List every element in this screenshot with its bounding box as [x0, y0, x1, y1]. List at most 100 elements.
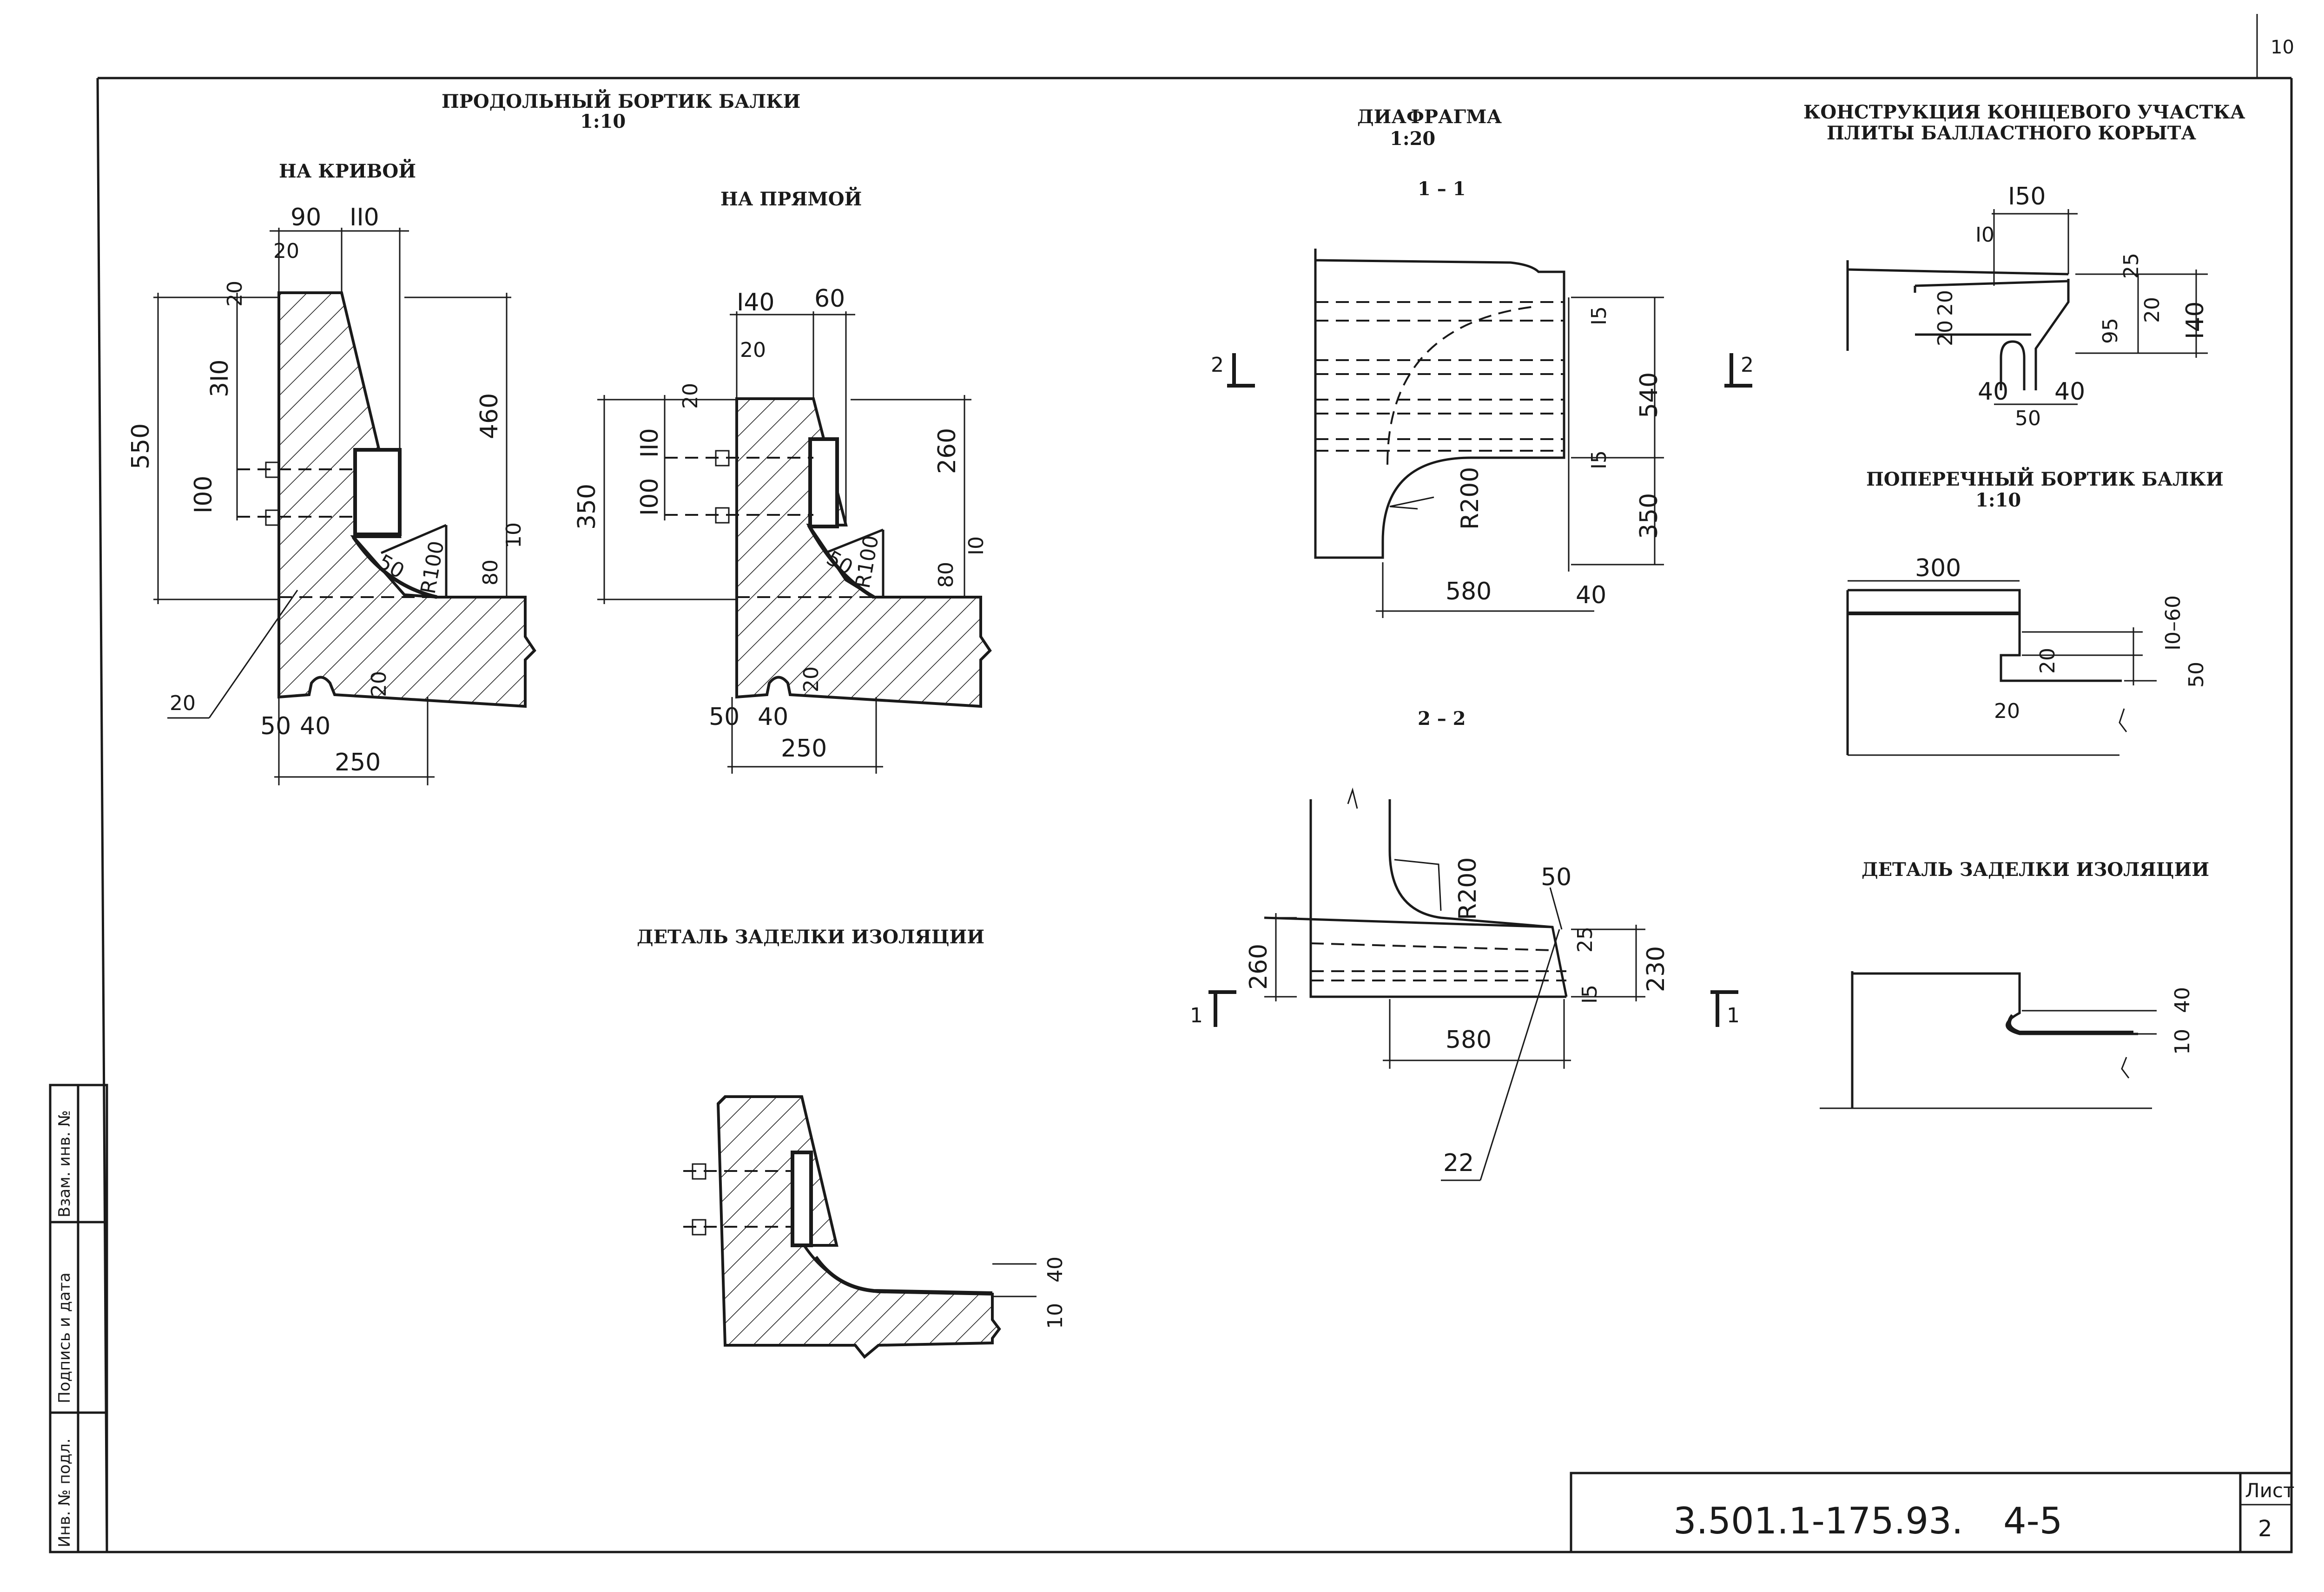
- diaphragm-section-2-2: 1 1 R200 50 25 260 230 I5 580 22: [1190, 787, 1740, 1181]
- stamp-replaced-inventory: Взам. инв. №: [55, 1110, 74, 1217]
- curve-section: 90 II0 20 20 3I0 550 I00 460 10 80 50 R1…: [127, 204, 536, 785]
- curve-dim-90: 90: [290, 204, 321, 231]
- cross-side-detail: 300 I0–60 20 50 20: [1846, 554, 2208, 756]
- curve-dim-40: 40: [300, 712, 330, 740]
- curve-view-title: НА КРИВОЙ: [279, 159, 416, 182]
- insulation-2-dim-10: 10: [2171, 1029, 2194, 1055]
- section-1-1-cut-right: 2: [1741, 353, 1754, 377]
- straight-dim-r100: R100: [851, 533, 884, 590]
- curve-dimension-lines: [153, 228, 511, 785]
- insulation-1-dim-40: 40: [1043, 1256, 1067, 1283]
- curve-dim-10: 10: [502, 522, 526, 548]
- end-section-detail: I50 I0 25 20 20 20 95 I40 40 40 50: [1846, 183, 2209, 430]
- end-dim-40-left: 40: [1978, 378, 2008, 406]
- curve-dim-550: 550: [127, 423, 155, 469]
- stamp-signature-date: Подпись и дата: [55, 1272, 74, 1403]
- section-2-2-dim-230: 230: [1642, 946, 1670, 992]
- curve-dim-r100: R100: [416, 539, 449, 596]
- end-section-title-2: ПЛИТЫ БАЛЛАСТНОГО КОРЫТА: [1827, 122, 2197, 144]
- straight-dim-40: 40: [758, 703, 788, 731]
- curve-dim-20-top: 20: [273, 239, 299, 263]
- straight-anchor-bolts: [665, 450, 813, 524]
- straight-dim-80: 80: [934, 562, 958, 588]
- diaphragm-title: ДИАФРАГМА: [1357, 106, 1502, 128]
- diaphragm-section-1-1: 2 2 I5 540 I5 350 R200 580 40: [1211, 249, 1754, 618]
- section-2-2-dim-260: 260: [1245, 944, 1273, 990]
- beam-side-scale: 1:10: [580, 111, 626, 132]
- cross-side-title: ПОПЕРЕЧНЫЙ БОРТИК БАЛКИ: [1866, 467, 2224, 490]
- insulation-detail-2: 40 10: [1820, 971, 2194, 1109]
- curve-anchor-bolts: [237, 461, 358, 526]
- straight-dim-250: 250: [781, 735, 827, 763]
- end-dim-95: 95: [2099, 318, 2122, 344]
- straight-section: I40 60 20 20 II0 350 I00 260 I0 80 50 R1…: [573, 285, 992, 774]
- curve-dim-250: 250: [335, 749, 381, 776]
- straight-dim-50: 50: [709, 703, 739, 731]
- straight-dim-140: I40: [737, 289, 775, 316]
- section-1-1-dim-15-top: I5: [1587, 306, 1611, 325]
- section-1-1-dim-40: 40: [1576, 581, 1606, 609]
- section-2-2-dim-25: 25: [1573, 927, 1597, 953]
- insulation-detail-title-2: ДЕТАЛЬ ЗАДЕЛКИ ИЗОЛЯЦИИ: [1862, 859, 2209, 881]
- cross-dim-20-bottom: 20: [1994, 699, 2020, 723]
- end-dim-20-a: 20: [1934, 290, 1957, 316]
- curve-leader-20: 20: [170, 691, 196, 715]
- section-2-2-cut-right: 1: [1727, 1004, 1740, 1027]
- straight-dimension-lines: [597, 311, 971, 774]
- curve-dim-80: 80: [479, 559, 502, 585]
- curve-dim-310: 3I0: [206, 359, 234, 397]
- end-dim-40-right: 40: [2054, 378, 2085, 406]
- straight-dim-260: 260: [933, 428, 961, 474]
- straight-dim-100: I00: [636, 478, 664, 516]
- document-part: 4-5: [2003, 1500, 2062, 1542]
- section-2-2-dim-580: 580: [1446, 1026, 1492, 1054]
- section-2-2-dim-15: I5: [1578, 985, 1602, 1004]
- curve-dim-110: II0: [350, 204, 379, 231]
- cross-side-scale: 1:10: [1975, 489, 2021, 511]
- section-1-1-dim-15-mid: I5: [1587, 450, 1611, 469]
- straight-dim-110: II0: [636, 428, 664, 458]
- cross-dim-50: 50: [2185, 662, 2208, 688]
- beam-side-title: ПРОДОЛЬНЫЙ БОРТИК БАЛКИ: [442, 89, 800, 112]
- document-code: 3.501.1-175.93.: [1673, 1500, 1963, 1542]
- straight-dim-10: I0: [964, 536, 988, 555]
- straight-dim-350: 350: [573, 484, 601, 530]
- section-1-1-dim-540: 540: [1635, 372, 1663, 418]
- sheet-label: Лист: [2245, 1479, 2294, 1502]
- section-1-1-cut-left: 2: [1211, 353, 1224, 377]
- insulation-detail-1: 40 10: [683, 1095, 1067, 1359]
- insulation-2-dim-40: 40: [2171, 987, 2194, 1013]
- title-block: 3.501.1-175.93. 4-5 Лист 2: [1570, 1472, 2294, 1553]
- cross-dim-300: 300: [1915, 554, 1961, 582]
- section-2-2-dim-50: 50: [1541, 863, 1571, 891]
- cross-dim-20-top: 20: [2036, 648, 2060, 674]
- end-dim-140: I40: [2181, 301, 2209, 339]
- section-1-1-dim-350: 350: [1635, 493, 1663, 539]
- end-dim-150: I50: [2008, 183, 2046, 211]
- stamp-inventory-number: Инв. № подл.: [55, 1438, 74, 1547]
- curve-dim-50: 50: [260, 712, 291, 740]
- end-dim-20-b: 20: [1934, 320, 1957, 346]
- end-section-title-1: КОНСТРУКЦИЯ КОНЦЕВОГО УЧАСТКА: [1803, 101, 2245, 123]
- section-2-2-label: 2 – 2: [1418, 708, 1466, 730]
- straight-view-title: НА ПРЯМОЙ: [720, 187, 862, 210]
- sheet-number: 2: [2258, 1516, 2272, 1542]
- section-1-1-dim-r200: R200: [1456, 467, 1484, 530]
- side-stamp: Инв. № подл. Подпись и дата Взам. инв. №: [49, 1084, 108, 1553]
- end-dim-25: 25: [2119, 253, 2143, 279]
- end-dim-50: 50: [2015, 407, 2041, 430]
- straight-dim-20-top: 20: [740, 338, 766, 362]
- section-2-2-cut-left: 1: [1190, 1004, 1203, 1027]
- diaphragm-scale: 1:20: [1390, 128, 1435, 150]
- section-1-1-dim-580: 580: [1446, 578, 1492, 605]
- end-dim-20-c: 20: [2140, 297, 2164, 323]
- end-dim-10: I0: [1975, 223, 1994, 247]
- corner-page-number: 10: [2271, 37, 2294, 58]
- insulation-detail-title-1: ДЕТАЛЬ ЗАДЕЛКИ ИЗОЛЯЦИИ: [637, 926, 984, 948]
- straight-dim-60: 60: [814, 285, 845, 313]
- curve-dim-20-left: 20: [223, 281, 247, 307]
- cross-dim-10-60: I0–60: [2161, 595, 2185, 651]
- curve-dim-20-bottom: 20: [367, 671, 391, 697]
- insulation-1-dim-10: 10: [1043, 1303, 1067, 1329]
